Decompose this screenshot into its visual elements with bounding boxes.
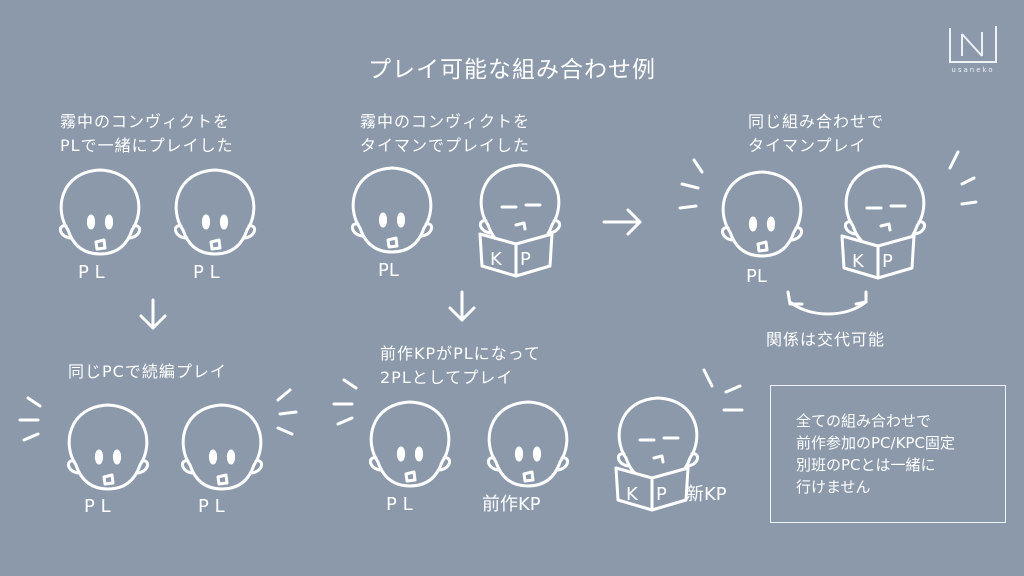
- arrow-right-icon: [602, 208, 642, 236]
- scene1-caption: 霧中のコンヴィクトを PLで一緒にプレイした: [60, 112, 234, 155]
- scene3-label-a: PL: [378, 260, 399, 281]
- scene4-label-a: P L: [386, 494, 413, 515]
- pl-head: [486, 400, 570, 488]
- pl-head: [66, 403, 150, 491]
- scene5-book-left: K: [626, 484, 639, 505]
- arrow-down-icon: [448, 290, 476, 322]
- scene3-caption: 霧中のコンヴィクトを タイマンでプレイした: [360, 112, 531, 155]
- pl-head: [350, 166, 434, 254]
- scene1-label-b: P L: [193, 262, 220, 283]
- sparkle-lines: [332, 378, 358, 426]
- page-title: プレイ可能な組み合わせ例: [368, 57, 656, 83]
- scene5-label-b: 新KP: [686, 484, 727, 505]
- usaneko-logo: [949, 26, 997, 63]
- scene4-label-b: 前作KP: [482, 494, 541, 515]
- scene3-book-right: P: [520, 249, 531, 270]
- scene2-caption: 同じPCで続編プレイ: [68, 362, 227, 381]
- pl-head: [173, 168, 257, 256]
- sparkle-lines: [702, 368, 744, 412]
- swap-arrow-icon: [786, 290, 868, 316]
- pl-head: [180, 403, 264, 491]
- scene3-book-left: K: [490, 249, 503, 270]
- sparkle-lines: [678, 150, 978, 210]
- pl-head: [58, 168, 142, 256]
- scene6-book-right: P: [882, 251, 893, 272]
- scene2-label-a: P L: [84, 496, 111, 517]
- scene6-book-left: K: [852, 251, 865, 272]
- swap-caption: 関係は交代可能: [766, 330, 886, 349]
- scene4-caption: 前作KPがPLになって 2PLとしてプレイ: [380, 344, 541, 387]
- logo-text: usaneko: [951, 66, 995, 74]
- note-text: 全ての組み合わせで 前作参加のPC/KPC固定 別班のPCとは一緒に 行けません: [796, 412, 955, 496]
- scene6-label-a: PL: [746, 266, 767, 287]
- note-box: [770, 385, 1006, 523]
- scene6-caption: 同じ組み合わせで タイマンプレイ: [748, 112, 885, 155]
- scene5-book-right: P: [656, 484, 667, 505]
- sparkle-lines: [18, 388, 298, 442]
- scene1-label-a: P L: [78, 262, 105, 283]
- pl-head: [720, 170, 804, 258]
- pl-head: [368, 400, 452, 488]
- scene2-label-b: P L: [198, 496, 225, 517]
- arrow-down-icon: [139, 298, 167, 330]
